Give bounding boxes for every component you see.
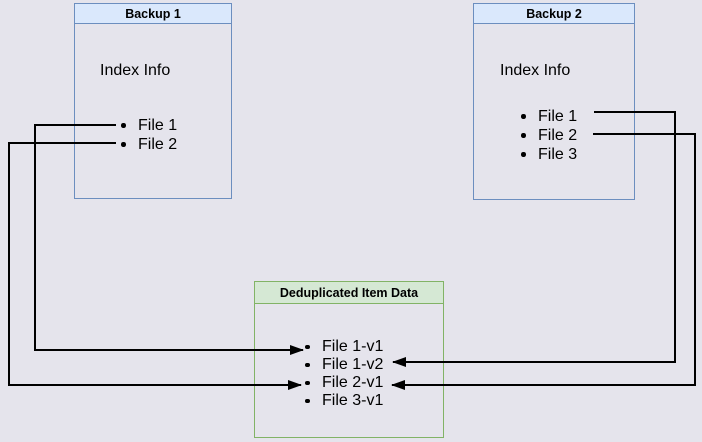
bullet-icon — [121, 123, 126, 128]
bullet-icon — [305, 380, 310, 386]
list-item-label: File 2-v1 — [322, 374, 384, 391]
list-item: File 1 — [500, 107, 577, 126]
list-item-label: File 1-v2 — [322, 356, 384, 373]
backup2-header: Backup 2 — [474, 4, 634, 24]
bullet-icon — [121, 142, 126, 147]
list-item-label: File 1 — [538, 108, 578, 125]
bullet-icon — [521, 152, 526, 157]
backup2-file-list: File 1 File 2 File 3 — [500, 107, 577, 164]
list-item-label: File 2 — [538, 127, 578, 144]
list-item: File 3-v1 — [284, 392, 383, 410]
list-item: File 3 — [500, 145, 577, 164]
backup1-box: Backup 1 — [74, 3, 232, 199]
dedup-header: Deduplicated Item Data — [255, 282, 443, 304]
backup1-index-info-label: Index Info — [100, 62, 171, 79]
list-item-label: File 2 — [138, 136, 178, 153]
bullet-icon — [305, 398, 310, 404]
list-item-label: File 3-v1 — [322, 392, 384, 409]
bullet-icon — [305, 362, 310, 368]
list-item: File 1-v2 — [284, 356, 383, 374]
backup2-index-info-label: Index Info — [500, 62, 571, 79]
list-item: File 2 — [500, 126, 577, 145]
list-item: File 1 — [100, 116, 177, 135]
list-item-label: File 1-v1 — [322, 338, 384, 355]
bullet-icon — [521, 133, 526, 138]
backup1-header: Backup 1 — [75, 4, 231, 24]
list-item: File 1-v1 — [284, 338, 383, 356]
list-item: File 2 — [100, 135, 177, 154]
list-item-label: File 3 — [538, 146, 578, 163]
bullet-icon — [521, 114, 526, 119]
bullet-icon — [305, 344, 310, 350]
backup2-box: Backup 2 — [473, 3, 635, 200]
list-item-label: File 1 — [138, 117, 178, 134]
backup1-file-list: File 1 File 2 — [100, 116, 177, 154]
list-item: File 2-v1 — [284, 374, 383, 392]
